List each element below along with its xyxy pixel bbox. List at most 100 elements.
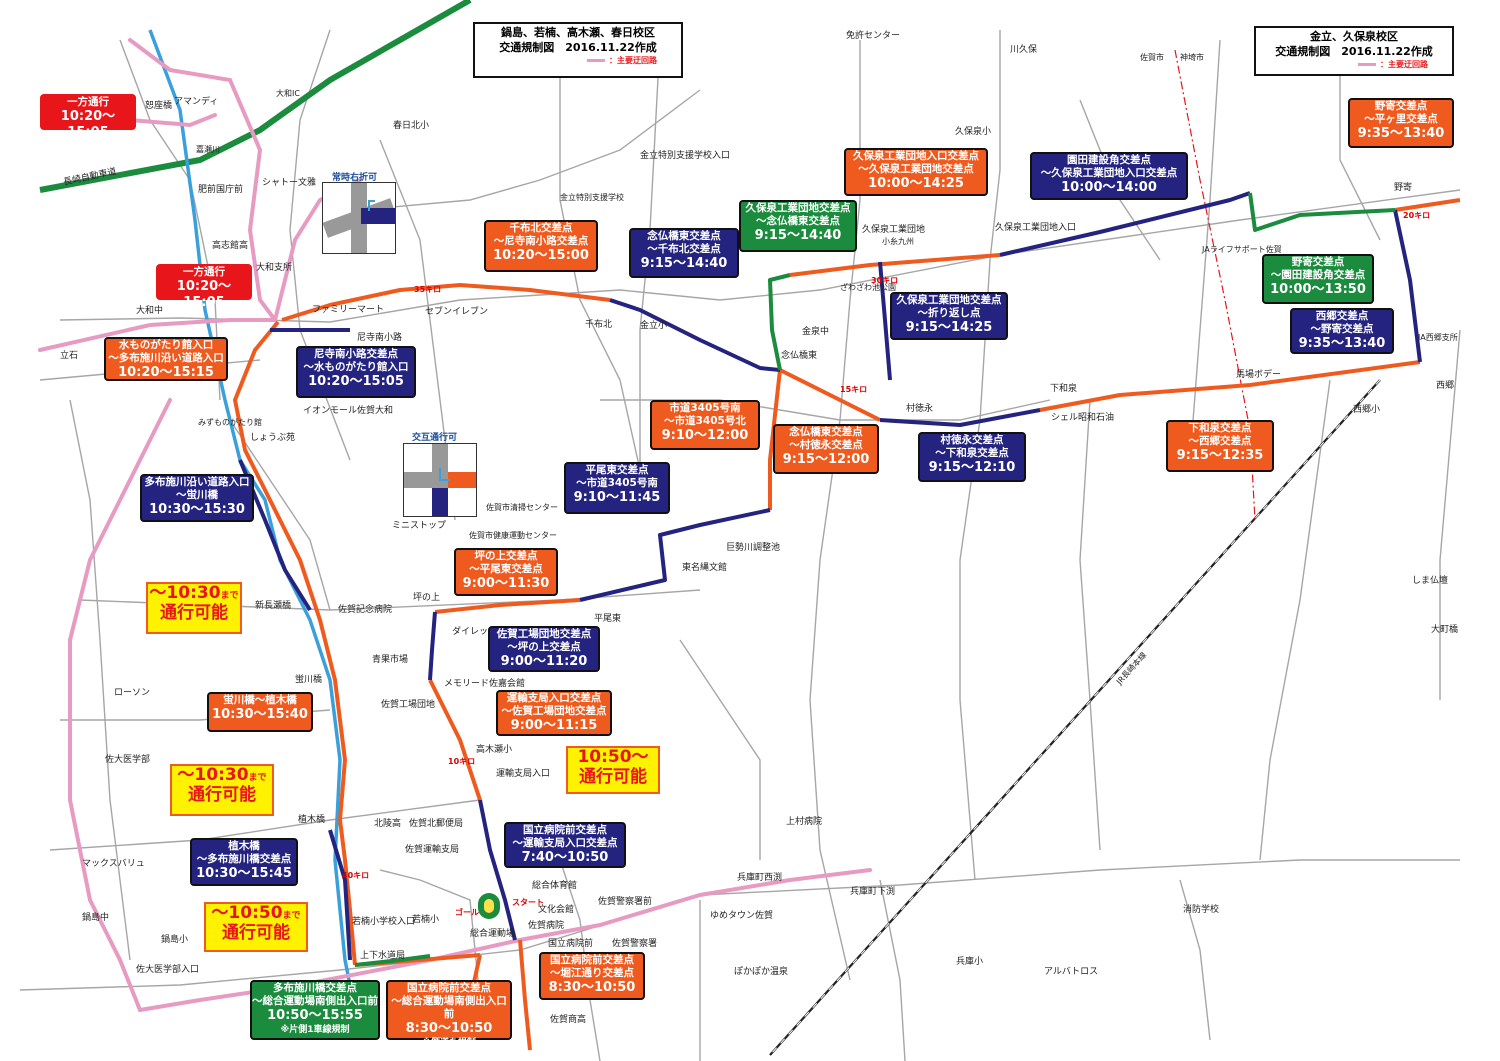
place-label: 尼寺南小路 <box>357 331 402 343</box>
place-label: 運輸支局入口 <box>496 767 550 779</box>
place-label: 川久保 <box>1010 43 1037 55</box>
callout-koujou: 佐賀工場団地交差点 〜坪の上交差点 9:00〜11:20 <box>488 626 600 672</box>
place-label: 金泉中 <box>802 325 829 337</box>
place-label: セブンイレブン <box>425 305 488 317</box>
place-label: 新長瀬橋 <box>255 599 291 611</box>
passable-suffix: まで <box>282 911 301 921</box>
place-label: 総合運動場 <box>470 927 515 939</box>
callout-line: 植木橋 <box>228 840 260 852</box>
callout-line: 国立病院前交差点 <box>407 982 491 994</box>
callout-line: 〜村徳永交差点 <box>789 439 863 452</box>
place-label: イオンモール佐賀大和 <box>303 404 393 416</box>
callout-time: 10:20〜15:05 <box>176 279 232 311</box>
callout-shimoizumi: 下和泉交差点 〜西郷交差点 9:15〜12:35 <box>1166 420 1274 472</box>
place-label: ファミリーマート <box>312 305 384 315</box>
place-label: 佐賀商高 <box>550 1013 586 1025</box>
place-label: 恕座橋 <box>145 99 172 111</box>
callout-line: 西郷交差点 <box>1315 310 1369 322</box>
place-label: 蛍川橋 <box>295 673 322 685</box>
callout-line: 野寄交差点 <box>1291 256 1345 268</box>
callout-line: 久保泉工業団地交差点 <box>745 202 851 214</box>
place-label: 東名縄文館 <box>682 561 727 573</box>
left-title-box: 鍋島、若楠、高木瀬、春日校区 交通規制図 2016.11.22作成 ：主要迂回路 <box>473 22 683 78</box>
callout-line: 〜多布施川沿い道路入口 <box>108 352 224 365</box>
km-15-label: 15キロ <box>840 385 867 394</box>
km-35-label: 35キロ <box>414 285 441 294</box>
place-labels: 恕座橋 アマンディ 大和IC 長崎自動車道 嘉瀬川 肥前国庁前 シャトー文雅 高… <box>60 29 1458 1025</box>
callout-time: 8:30〜10:50 <box>405 1021 493 1037</box>
callout-kokuritsu-south: 国立病院前交差点 〜総合運動場南側出入口前 8:30〜10:50 ※側道を規制 <box>386 980 512 1048</box>
alternate-diagram <box>404 444 476 516</box>
place-label: 佐賀病院 <box>528 919 564 931</box>
place-label: 佐賀市健康運動センター <box>469 530 557 540</box>
callout-ueki: 植木橋 〜多布施川橋交差点 10:30〜15:45 <box>190 838 298 886</box>
passable-label: 通行可能 <box>188 784 256 805</box>
callout-time: 9:15〜12:00 <box>782 452 870 468</box>
callout-line: 〜下和泉交差点 <box>935 447 1009 460</box>
callout-time: 9:15〜14:40 <box>640 256 728 272</box>
passable-notice-1050-a: 10:50〜 通行可能 <box>566 746 660 794</box>
place-label: 佐大医学部 <box>105 753 150 765</box>
place-label: 金立特別支援学校入口 <box>640 149 730 161</box>
place-label: 巨勢川調整池 <box>726 541 780 553</box>
callout-kubo-orikaeshi: 久保泉工業団地交差点 〜折り返し点 9:15〜14:25 <box>890 292 1008 340</box>
right-title-line2: 交通規制図 2016.11.22作成 <box>1275 44 1433 58</box>
callout-noyose-sonoda: 野寄交差点 〜園田建設角交差点 10:00〜13:50 <box>1262 254 1374 304</box>
callout-note: ※側道を規制 <box>422 1037 476 1048</box>
callout-line: 野寄交差点 <box>1374 100 1428 112</box>
alternate-label: 交互通行可 <box>412 433 458 443</box>
place-label: 春日北小 <box>393 119 429 131</box>
place-label: 久保泉工業団地入口 <box>995 221 1076 233</box>
callout-line: 〜佐賀工場団地交差点 <box>501 705 607 718</box>
place-label: 坪の上 <box>413 592 440 603</box>
callout-time: 10:50〜15:55 <box>267 1008 363 1024</box>
place-label: 佐大医学部入口 <box>136 963 199 975</box>
course-orange <box>233 198 1461 1051</box>
place-label: 小糸九州 <box>882 236 914 246</box>
passable-label: 通行可能 <box>579 766 647 787</box>
place-label: 立石 <box>60 349 78 361</box>
callout-time: 10:30〜15:40 <box>212 707 308 723</box>
right-legend: ：主要迂回路 <box>1260 60 1448 71</box>
place-label: 佐賀記念病院 <box>338 603 392 615</box>
place-label: 金立小 <box>640 319 667 331</box>
place-label: 佐賀市 <box>1140 52 1164 62</box>
place-label: 佐賀運輸支局 <box>405 843 459 855</box>
callout-time: 9:10〜12:00 <box>661 428 749 444</box>
callout-time: 9:35〜13:40 <box>1357 126 1445 142</box>
callout-time: 8:30〜10:50 <box>548 980 636 996</box>
place-label: 佐賀警察署 <box>612 937 657 949</box>
callout-shido: 市道3405号南 〜市道3405号北 9:10〜12:00 <box>650 400 760 450</box>
callout-kokuritsu: 国立病院前交差点 〜運輸支局入口交差点 7:40〜10:50 <box>504 822 626 868</box>
jr-railway <box>769 379 1381 1056</box>
callout-murata: 村徳永交差点 〜下和泉交差点 9:15〜12:10 <box>918 432 1026 482</box>
place-label: マックスバリュ <box>82 858 145 869</box>
place-label: 高志館高 <box>212 239 248 251</box>
place-label: ぽかぽか温泉 <box>734 965 788 977</box>
place-label: 金立特別支援学校 <box>560 192 624 202</box>
place-label: 高木瀬小 <box>476 743 512 755</box>
right-title-box: 金立、久保泉校区 交通規制図 2016.11.22作成 ：主要迂回路 <box>1254 26 1454 76</box>
place-label: ミニストップ <box>392 520 446 531</box>
place-label: 大和中 <box>136 304 163 316</box>
place-label: メモリード佐嘉会館 <box>444 677 525 689</box>
callout-mizumonogatari: 水ものがたり館入口 〜多布施川沿い道路入口 10:20〜15:15 <box>104 337 228 381</box>
callout-line: 尼寺南小路交差点 <box>314 348 398 360</box>
callout-line: 念仏橋東交差点 <box>789 426 863 438</box>
callout-unyu: 運輸支局入口交差点 〜佐賀工場団地交差点 9:00〜11:15 <box>496 690 612 736</box>
callout-line: 〜多布施川橋交差点 <box>196 853 292 866</box>
passable-time: 10:50〜 <box>577 747 649 767</box>
passable-notice-1030-b: 〜10:30まで 通行可能 <box>170 764 274 816</box>
callout-line: 〜運輸支局入口交差点 <box>512 837 618 850</box>
place-label: みずものがたり館 <box>198 417 262 427</box>
passable-notice-1030-a: 〜10:30まで 通行可能 <box>146 582 242 634</box>
start-label: スタート <box>512 897 544 907</box>
place-label: 佐賀工場団地 <box>381 698 435 710</box>
place-label: 鍋島小 <box>161 933 188 945</box>
callout-oneway-mid: 一方通行 10:20〜15:05 <box>156 264 252 310</box>
expressway-line <box>39 0 472 193</box>
callout-line: 坪の上交差点 <box>474 550 538 562</box>
right-turn-inset <box>322 182 396 254</box>
callout-time: 9:00〜11:30 <box>462 576 550 592</box>
callout-time: 7:40〜10:50 <box>521 850 609 866</box>
